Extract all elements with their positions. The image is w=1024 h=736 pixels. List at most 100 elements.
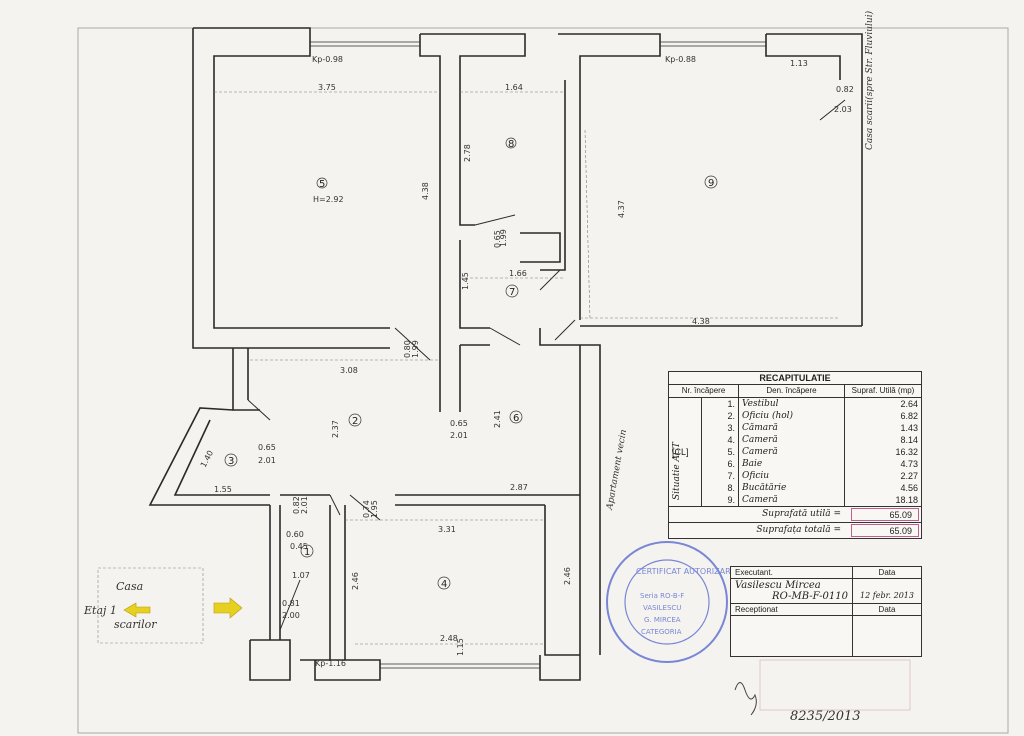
- recap-nr: 8.: [701, 482, 739, 494]
- recap-header-nr: Nr. încăpere: [669, 385, 739, 398]
- room-4-number: 4: [441, 579, 447, 590]
- recap-row: [CL]5.Cameră 16.32: [669, 446, 921, 458]
- dim-label: 0.82: [836, 85, 854, 94]
- recap-total-row: Suprafața totală = 65.09: [669, 522, 921, 538]
- recap-den: Cameră: [738, 446, 845, 458]
- faded-stamp: [759, 659, 911, 711]
- dim-label: 4.38: [421, 182, 430, 200]
- room-4: 4: [437, 576, 451, 590]
- room-2-number: 2: [352, 416, 358, 427]
- stair-note-line-3: scarilor: [114, 618, 157, 631]
- recap-header-val: Supraf. Utilă (mp): [844, 385, 921, 398]
- recap-util-label: Suprafată utilă =: [762, 509, 841, 519]
- recap-den: Oficiu: [738, 470, 845, 482]
- recap-val: 8.14: [900, 435, 918, 445]
- dim-label: 1.64: [505, 83, 523, 92]
- recap-side-cell: [669, 422, 702, 434]
- exec-empty-row: [731, 616, 921, 656]
- exec-receptionat-label: Receptionat: [731, 604, 853, 615]
- dim-label: 0.45: [290, 542, 308, 551]
- recap-header-row: Nr. încăpere Den. încăpere Supraf. Utilă…: [669, 385, 921, 398]
- recap-val: 6.82: [900, 411, 918, 421]
- dim-label: 1.40: [199, 449, 215, 469]
- recap-den: Cămară: [738, 422, 845, 434]
- dim-label: 1.13: [790, 59, 808, 68]
- exec-value-cell: Vasilescu Mircea RO-MB-F-0110: [731, 579, 853, 603]
- dim-label: 1.99: [499, 229, 508, 247]
- recap-total-label: Suprafața totală =: [756, 525, 841, 535]
- recap-val: 2.64: [900, 399, 918, 409]
- dim-label: 2.03: [834, 105, 852, 114]
- stamp-ring-text: CERTIFICAT AUTORIZARE: [636, 567, 736, 576]
- exec-empty-cell: [731, 616, 853, 656]
- room-9-number: 9: [708, 178, 714, 189]
- stamp-line-4: CATEGORIA: [641, 628, 682, 636]
- dim-label: Kp-0.88: [665, 55, 696, 64]
- recap-den: Oficiu (hol): [738, 410, 845, 422]
- recap-title: RECAPITULATIE: [669, 372, 921, 385]
- walls: [148, 27, 863, 681]
- dim-label: 4.37: [617, 200, 626, 218]
- exec-date: 12 febr. 2013: [860, 591, 914, 600]
- recap-nr: 1.: [701, 397, 739, 410]
- recap-nr: 2.: [701, 410, 739, 422]
- dim-label: Kp-1.16: [315, 659, 346, 668]
- recap-side-cell: [669, 410, 702, 422]
- room-8: 8: [505, 137, 517, 150]
- dim-label: 2.01: [300, 496, 309, 514]
- stair-note-line-1: Casa: [116, 580, 143, 593]
- dim-label: 2.87: [510, 483, 528, 492]
- dim-label: 2.01: [450, 431, 468, 440]
- recap-den: Vestibul: [738, 397, 845, 410]
- room-3: 3: [224, 453, 238, 467]
- dim-label: 2.01: [258, 456, 276, 465]
- recap-den: Cameră: [738, 434, 845, 446]
- recap-nr: 7.: [701, 470, 739, 482]
- room-7: 7: [505, 284, 519, 298]
- dim-label: 0.60: [286, 530, 304, 539]
- room-8-number: 8: [508, 139, 514, 150]
- page-frame: [77, 27, 1009, 734]
- recap-total-value: 65.09: [851, 524, 919, 537]
- signature-mark: [734, 682, 757, 716]
- dim-label: 0.74: [362, 500, 371, 518]
- recap-nr: 5.: [701, 446, 739, 458]
- recap-side-cell: [CL]: [669, 446, 702, 458]
- dim-label: 1.15: [456, 638, 465, 656]
- recap-val: 16.32: [895, 447, 918, 457]
- recap-side-cell: Situatie ACT: [669, 397, 702, 500]
- recap-val: 1.43: [900, 423, 918, 433]
- stair-note: Casa Etaj 1 scarilor: [83, 567, 243, 644]
- recap-util-row: Suprafată utilă = 65.09: [669, 506, 921, 522]
- stamp-line-1: Seria RO-B-F: [640, 592, 684, 600]
- dim-label: 0.80: [403, 340, 412, 358]
- recap-side-cell: [669, 434, 702, 446]
- dim-label: 0.81: [282, 599, 300, 608]
- dim-label: 1.45: [461, 272, 470, 290]
- recap-den: Cameră: [738, 494, 845, 506]
- stamp-line-3: G. MIRCEA: [644, 616, 681, 624]
- dim-label: 2.00: [282, 611, 300, 620]
- dim-label: 1.07: [292, 571, 310, 580]
- neighbor-apartment-note: Apartament vecin: [605, 429, 629, 512]
- dim-label: Kp-0.98: [312, 55, 343, 64]
- dim-label: 0.65: [493, 230, 502, 248]
- dim-label: 4.38: [692, 317, 710, 326]
- room-3-number: 3: [228, 456, 234, 467]
- exec-executant-label: Executant.: [731, 567, 853, 578]
- dim-label: 0.65: [258, 443, 276, 452]
- recap-util-value: 65.09: [851, 508, 919, 521]
- room-5-number: 5: [319, 179, 325, 190]
- exec-header-row: Executant. Data: [731, 567, 921, 579]
- dim-label: 2.37: [331, 420, 340, 438]
- dim-label: 2.48: [440, 634, 458, 643]
- room-9: 9: [704, 175, 718, 189]
- staircase-side-note: Casa scarii(spre Str. Fluviului): [864, 10, 875, 150]
- dimension-guides: [214, 91, 840, 645]
- exec-receptionat-row: Receptionat Data: [731, 604, 921, 616]
